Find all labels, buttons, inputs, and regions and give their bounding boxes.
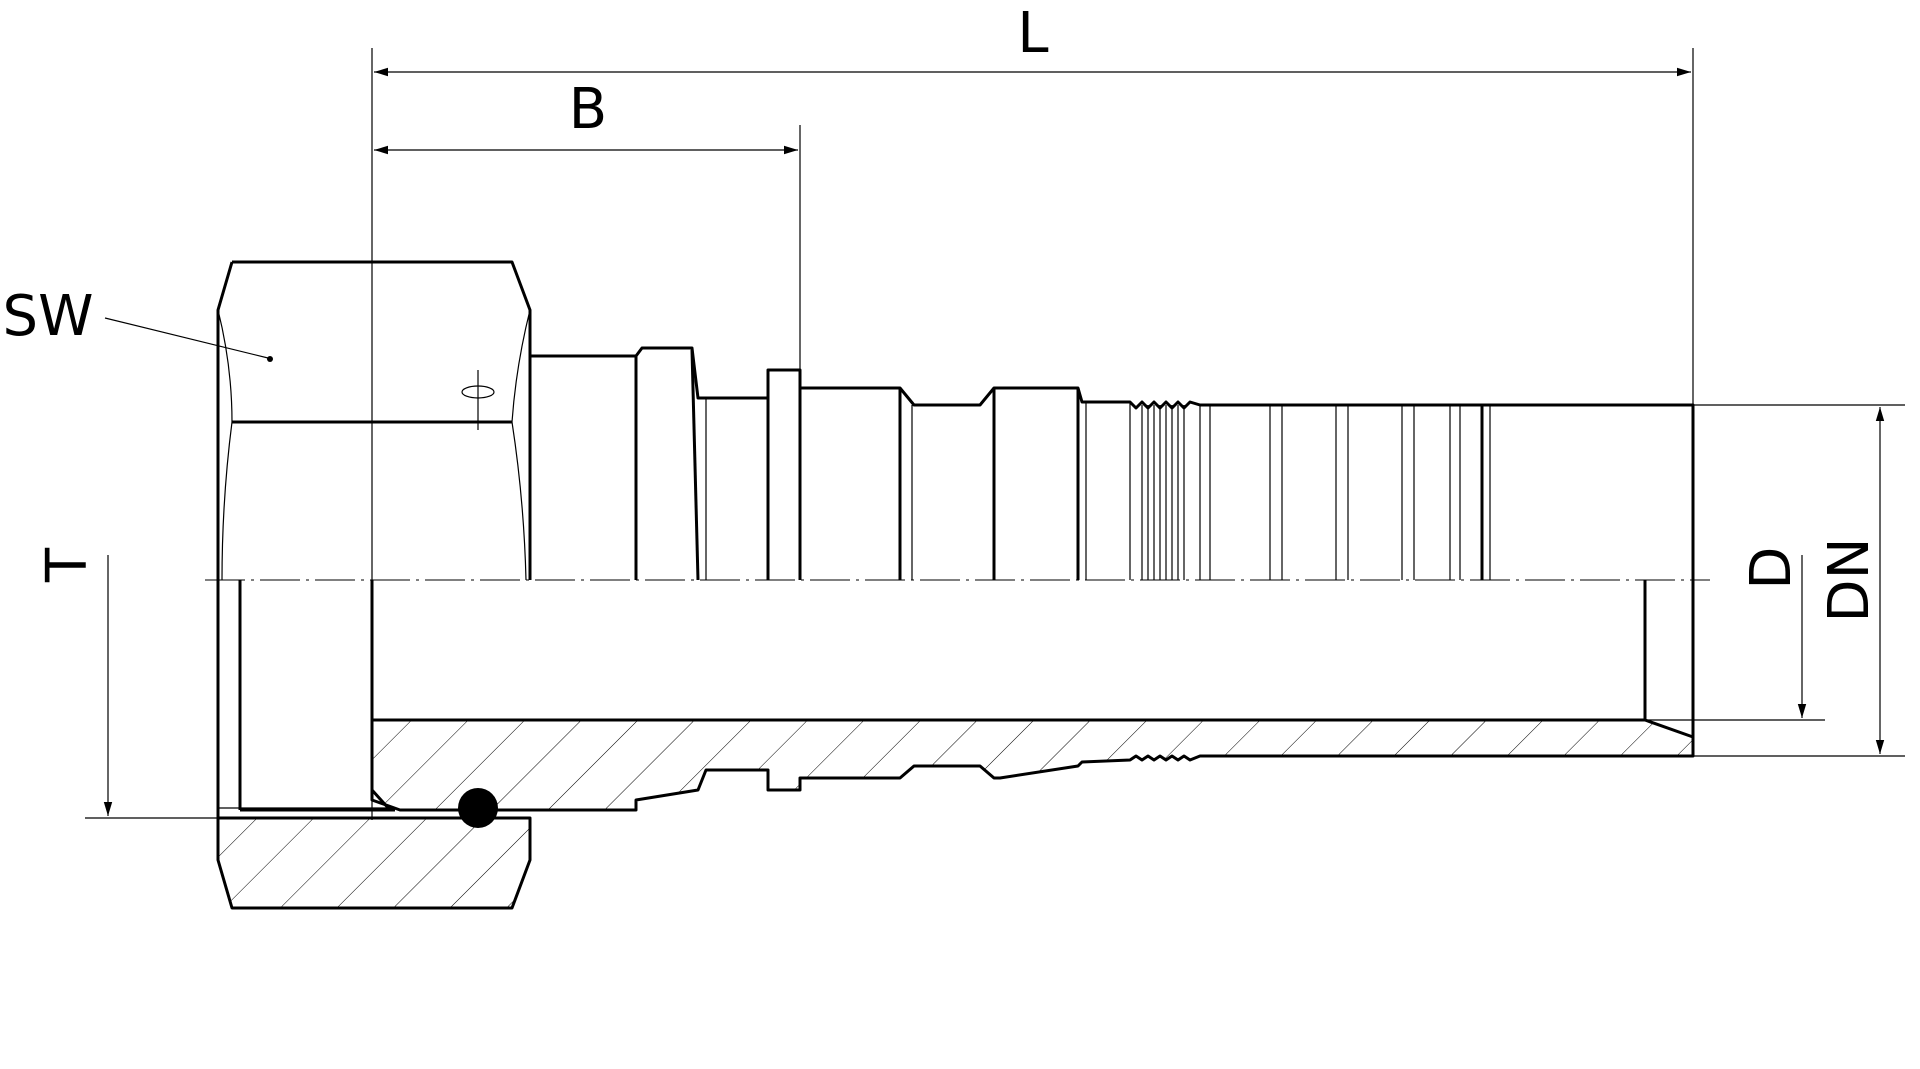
label-b: B xyxy=(569,77,607,142)
section-view-lower xyxy=(216,580,1695,910)
label-sw: SW xyxy=(3,284,94,349)
body-section-hatch xyxy=(370,718,1695,812)
label-d: D xyxy=(1739,546,1804,589)
label-t: T xyxy=(35,547,100,583)
label-l: L xyxy=(1017,1,1048,66)
fitting-body-upper xyxy=(530,346,1695,582)
o-ring xyxy=(458,788,498,828)
dimension-lines xyxy=(103,67,1885,816)
sw-leader-line xyxy=(104,317,269,359)
sw-leader-dot xyxy=(267,356,273,362)
hex-nut xyxy=(216,260,532,581)
dimension-labels: L B SW T D DN xyxy=(3,1,1882,623)
nut-section-hatch xyxy=(216,816,532,910)
label-dn: DN xyxy=(1817,537,1882,622)
